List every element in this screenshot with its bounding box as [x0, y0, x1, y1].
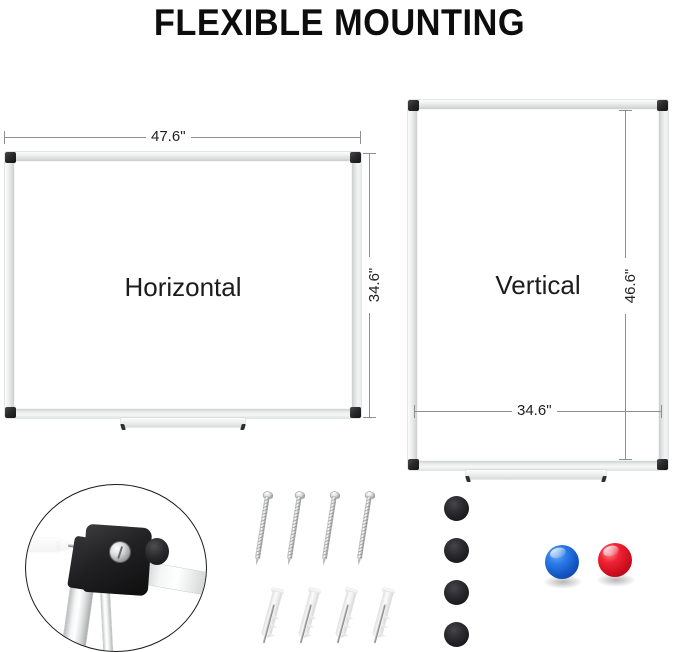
horizontal-height-label: 34.6": [366, 257, 383, 313]
vertical-height-label: 46.6": [622, 258, 639, 314]
horizontal-board-surface[interactable]: [14, 161, 352, 409]
detail-wall-anchor: [26, 538, 60, 552]
red-magnet-shadow: [596, 573, 636, 587]
screw-tip: [287, 558, 291, 565]
vertical-board-surface[interactable]: [417, 109, 659, 461]
blue-magnet-shadow: [543, 575, 583, 589]
blue-dome-magnet: [545, 545, 579, 579]
screw-tip: [322, 558, 326, 565]
screw-shank: [322, 496, 336, 559]
red-dome-magnet: [598, 543, 632, 577]
anchor-barb: [341, 632, 349, 639]
frame-rail-right: [352, 152, 361, 418]
detail-wall-anchor-collar: [56, 540, 70, 551]
black-round-magnet: [444, 538, 469, 563]
corner-bracket-bottom-right: [350, 407, 361, 418]
detail-bracket-screw-head: [110, 542, 130, 562]
corner-bracket-top-left: [408, 100, 419, 111]
screw-tip: [357, 558, 361, 565]
corner-bracket-top-left: [5, 152, 16, 163]
horizontal-width-label: 47.6": [146, 129, 191, 145]
frame-rail-right: [659, 100, 668, 470]
screw-tip: [255, 558, 259, 565]
frame-rail-left: [5, 152, 14, 418]
black-round-magnet: [444, 580, 469, 605]
anchor-barb: [378, 632, 386, 639]
frame-rail-bottom: [5, 409, 361, 418]
corner-bracket-bottom-right: [657, 459, 668, 470]
frame-rail-bottom: [408, 461, 668, 470]
frame-rail-top: [408, 100, 668, 109]
vertical-whiteboard[interactable]: Vertical: [408, 100, 668, 470]
screw-shank: [255, 496, 269, 559]
corner-bracket-top-right: [350, 152, 361, 163]
screw-shank: [357, 496, 371, 559]
horizontal-pen-tray: [121, 418, 245, 427]
frame-rail-left: [408, 100, 417, 470]
corner-bracket-bottom-left: [5, 407, 16, 418]
horizontal-whiteboard[interactable]: Horizontal: [5, 152, 361, 418]
horizontal-board-label: Horizontal: [124, 272, 242, 302]
page-title: FLEXIBLE MOUNTING: [153, 2, 526, 43]
detail-bracket-cap: [145, 538, 169, 565]
mounting-bracket-detail-callout: [25, 484, 207, 652]
black-round-magnet: [444, 622, 469, 647]
black-round-magnet: [444, 496, 469, 521]
anchor-barb: [267, 632, 275, 639]
anchor-barb: [304, 632, 312, 639]
vertical-board-label: Vertical: [495, 270, 581, 300]
frame-rail-top: [5, 152, 361, 161]
corner-bracket-top-right: [657, 100, 668, 111]
vertical-width-label: 34.6": [512, 403, 557, 419]
screw-shank: [287, 496, 301, 559]
vertical-pen-tray: [466, 470, 606, 479]
corner-bracket-bottom-left: [408, 459, 419, 470]
